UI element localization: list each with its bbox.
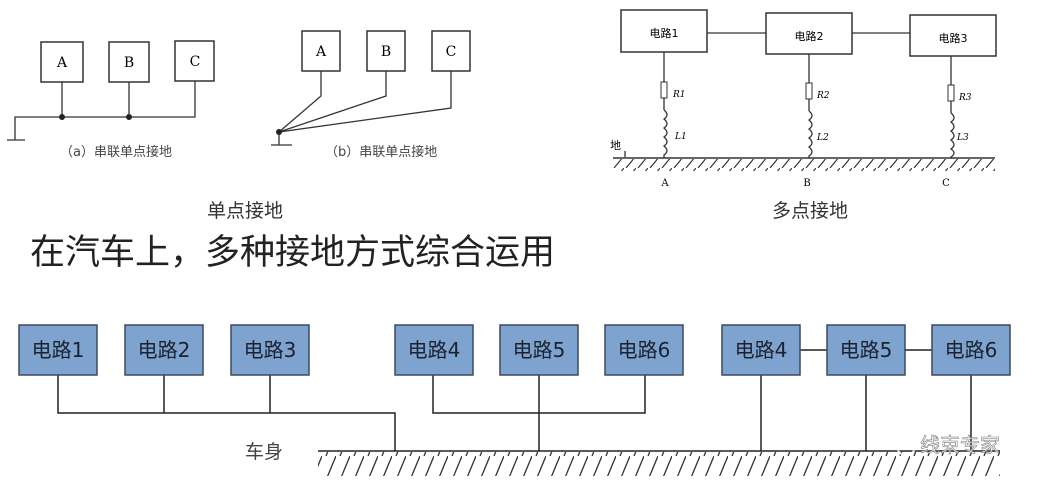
- group2-wires: [432, 375, 646, 451]
- circuit-2-label: 电路2: [795, 30, 824, 43]
- point-c: C: [942, 178, 950, 189]
- circuit-3-label: 电路3: [939, 32, 968, 45]
- branch-1: [660, 52, 668, 158]
- group3-wires: [760, 349, 972, 451]
- branch-2: [805, 54, 813, 158]
- circuit-label: 电路4: [735, 338, 788, 362]
- circuit-box: [931, 324, 1011, 376]
- multi-point-title: 多点接地: [772, 200, 848, 222]
- resistor-icon: [947, 84, 955, 102]
- watermark-text: 线束专家: [920, 433, 1000, 457]
- resistor-icon: [805, 82, 813, 100]
- circuit-3-box: [909, 14, 997, 57]
- main-heading: 在汽车上，多种接地方式综合运用: [30, 233, 555, 273]
- resistor-icon: [660, 81, 668, 99]
- point-a: A: [660, 178, 669, 189]
- box-c-label: C: [446, 44, 457, 60]
- point-b: B: [803, 178, 810, 189]
- l2-label: L2: [816, 133, 829, 143]
- group1: 电路1 电路2 电路3: [18, 324, 310, 376]
- circuit-box: [124, 324, 204, 376]
- l1-label: L1: [674, 132, 687, 142]
- junction-dot: [59, 114, 65, 120]
- r1-label: R1: [672, 90, 686, 100]
- watermark: 线束专家: [886, 433, 1000, 457]
- box-a-label: A: [315, 44, 327, 60]
- box-a-label: A: [56, 55, 68, 71]
- wechat-icon: [886, 433, 915, 456]
- circuit-label: 电路6: [945, 338, 998, 362]
- circuit-box: [721, 324, 801, 376]
- box-a: [301, 30, 341, 72]
- circuit-box: [18, 324, 98, 376]
- l3-label: L3: [956, 133, 969, 143]
- circuit-label: 电路5: [513, 338, 566, 362]
- diagram-b-series-single-point: A B C （b）串联单点接地: [271, 30, 471, 160]
- diagram-a-series-single-point: A B C （a）串联单点接地: [7, 40, 215, 160]
- junction-dot: [126, 114, 132, 120]
- junction-dot: [276, 129, 282, 135]
- circuit-label: 电路6: [618, 338, 671, 362]
- multi-point-diagram: 电路1 电路2 电路3 R1 R2 R3 L1 L2 L3 地 A B C: [610, 9, 997, 189]
- circuit-box: [230, 324, 310, 376]
- caption-a: （a）串联单点接地: [60, 144, 172, 160]
- ground-label: 地: [610, 139, 621, 152]
- box-c: [431, 30, 471, 72]
- circuit-label: 电路2: [138, 338, 191, 362]
- box-b-label: B: [381, 44, 391, 60]
- inductor-icon: [949, 56, 955, 158]
- branch-3: [947, 56, 955, 158]
- car-body-hatch: [318, 452, 1000, 476]
- r2-label: R2: [816, 91, 830, 101]
- car-body-label: 车身: [245, 441, 283, 463]
- box-c-label: C: [190, 54, 201, 70]
- circuit-label: 电路1: [32, 338, 85, 362]
- circuit-box: [604, 324, 684, 376]
- ground-hatch: [613, 159, 995, 171]
- circuit-box: [394, 324, 474, 376]
- inductor-icon: [662, 52, 668, 158]
- group1-wires: [57, 375, 396, 451]
- wires: [7, 81, 196, 141]
- box-b-label: B: [124, 55, 134, 71]
- r3-label: R3: [958, 93, 972, 103]
- caption-b: （b）串联单点接地: [325, 144, 437, 160]
- circuit-box: [826, 324, 906, 376]
- group2: 电路4 电路5 电路6: [394, 324, 684, 376]
- circuit-label: 电路5: [840, 338, 893, 362]
- wires: [271, 71, 452, 146]
- circuit-label: 电路3: [244, 338, 297, 362]
- group3: 电路4 电路5 电路6: [721, 324, 1011, 376]
- single-point-title: 单点接地: [207, 200, 283, 222]
- box-a: [40, 41, 84, 83]
- circuit-label: 电路4: [408, 338, 461, 362]
- circuit-box: [499, 324, 579, 376]
- circuit-1-box: [620, 9, 708, 53]
- circuit-1-label: 电路1: [650, 27, 679, 40]
- inductor-icon: [807, 54, 813, 158]
- car-grounding-diagram: 车身 电路1 电路2 电路3 电路4 电路5 电路6 电路4 电路5 电路6: [18, 324, 1011, 476]
